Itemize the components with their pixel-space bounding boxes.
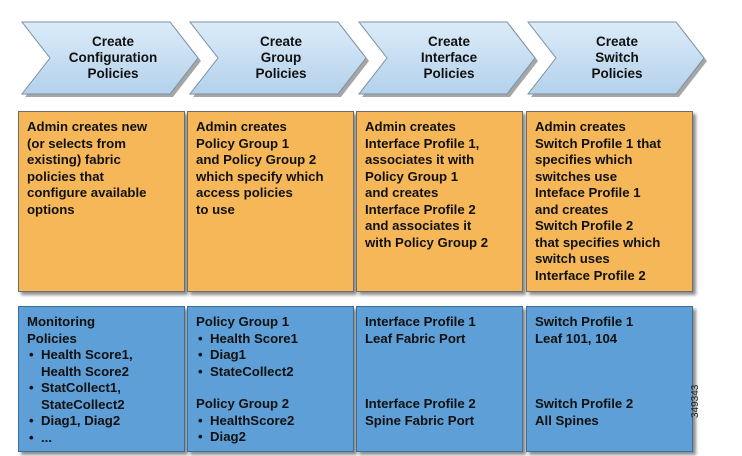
detail-interface-profiles: Interface Profile 1 Leaf Fabric Port Int…: [356, 306, 523, 452]
interface-profile-1-port: Leaf Fabric Port: [365, 330, 466, 346]
arrow-switch: [526, 21, 705, 95]
switch-profile-1: Switch Profile 1: [535, 314, 634, 329]
interface-profile-1: Interface Profile 1: [365, 314, 476, 329]
list-item: Diag2: [196, 429, 345, 446]
list-item: HealthScore2: [196, 413, 345, 430]
policy-group-2-list: HealthScore2 Diag2: [196, 413, 345, 446]
switch-profile-1-nodes: Leaf 101, 104: [535, 330, 618, 346]
step-title-configuration: Create Configuration Policies: [68, 34, 158, 81]
list-item: ...: [27, 430, 176, 447]
switch-profile-2: Switch Profile 2: [535, 396, 634, 411]
description-interface: Admin creates Interface Profile 1, assoc…: [356, 111, 523, 292]
list-item: Health Score1, Health Score2: [27, 347, 176, 380]
figure-id: 349343: [690, 384, 701, 418]
spacer: [196, 380, 345, 396]
monitoring-list: Health Score1, Health Score2 StatCollect…: [27, 347, 176, 446]
step-title-switch: Create Switch Policies: [591, 34, 643, 81]
step-title-group: Create Group Policies: [255, 34, 307, 81]
interface-profile-2-port: Spine Fabric Port: [365, 412, 475, 428]
spacer: [535, 347, 684, 396]
arrow-interface: [357, 21, 536, 95]
monitoring-heading: Monitoring Policies: [27, 314, 96, 346]
list-item: StateCollect2: [196, 364, 345, 381]
list-item: StatCollect1, StateCollect2: [27, 380, 176, 413]
detail-policy-groups: Policy Group 1 Health Score1 Diag1 State…: [187, 306, 354, 452]
policy-group-2-heading: Policy Group 2: [196, 396, 290, 411]
arrow-configuration: [20, 21, 199, 95]
interface-profile-2: Interface Profile 2: [365, 396, 476, 411]
detail-monitoring-policies: Monitoring Policies Health Score1, Healt…: [18, 306, 185, 452]
detail-switch-profiles: Switch Profile 1 Leaf 101, 104 Switch Pr…: [526, 306, 693, 452]
arrow-group: [188, 21, 367, 95]
spacer: [365, 347, 514, 396]
policy-group-1-list: Health Score1 Diag1 StateCollect2: [196, 331, 345, 381]
description-group: Admin creates Policy Group 1 and Policy …: [187, 111, 354, 292]
list-item: Health Score1: [196, 331, 345, 348]
process-arrows: [20, 21, 707, 97]
description-configuration: Admin creates new (or selects from exist…: [18, 111, 185, 292]
step-title-interface: Create Interface Policies: [420, 34, 478, 81]
switch-profile-2-nodes: All Spines: [535, 412, 599, 428]
policy-group-1-heading: Policy Group 1: [196, 314, 290, 329]
list-item: Diag1: [196, 347, 345, 364]
list-item: Diag1, Diag2: [27, 413, 176, 430]
description-switch: Admin creates Switch Profile 1 that spec…: [526, 111, 693, 292]
